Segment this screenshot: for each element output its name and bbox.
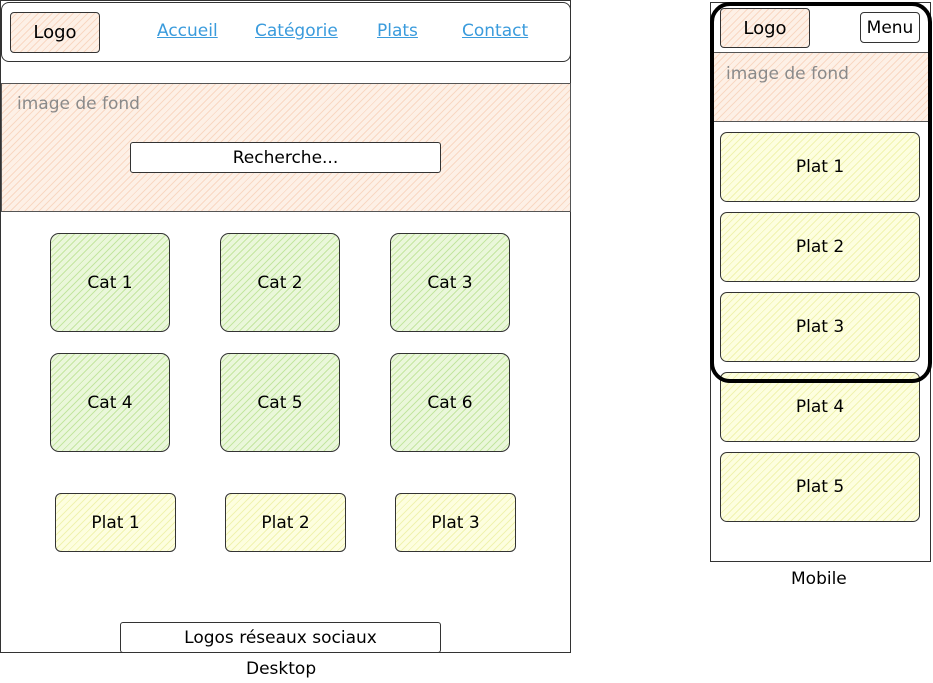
category-card-label: Cat 1 (87, 272, 133, 293)
category-card-label: Cat 5 (257, 392, 303, 413)
mobile-dish-card-2[interactable]: Plat 2 (720, 212, 920, 282)
nav-link-accueil[interactable]: Accueil (157, 21, 218, 41)
mobile-hero-image (711, 52, 930, 122)
desktop-hero-text: image de fond (17, 94, 140, 114)
desktop-search-input[interactable]: Recherche... (130, 142, 441, 173)
mobile-dish-card-5[interactable]: Plat 5 (720, 452, 920, 522)
desktop-caption: Desktop (246, 659, 317, 679)
dish-card-label: Plat 3 (431, 512, 480, 533)
desktop-dish-card-3[interactable]: Plat 3 (395, 493, 516, 552)
mobile-logo[interactable]: Logo (720, 8, 810, 48)
category-card-label: Cat 6 (427, 392, 473, 413)
desktop-footer-label: Logos réseaux sociaux (184, 627, 377, 648)
dish-card-label: Plat 3 (795, 317, 845, 337)
dish-card-label: Plat 1 (795, 157, 845, 177)
mobile-logo-label: Logo (743, 17, 787, 39)
category-card-2[interactable]: Cat 2 (220, 233, 340, 332)
desktop-logo[interactable]: Logo (10, 12, 100, 53)
desktop-logo-label: Logo (33, 22, 77, 43)
mobile-menu-label: Menu (866, 17, 914, 38)
nav-link-contact[interactable]: Contact (462, 21, 529, 41)
category-card-6[interactable]: Cat 6 (390, 353, 510, 452)
dish-card-label: Plat 2 (795, 237, 845, 257)
dish-card-label: Plat 1 (91, 512, 140, 533)
desktop-dish-card-2[interactable]: Plat 2 (225, 493, 346, 552)
mobile-caption: Mobile (791, 569, 847, 589)
category-card-label: Cat 2 (257, 272, 303, 293)
category-card-label: Cat 3 (427, 272, 473, 293)
dish-card-label: Plat 2 (261, 512, 310, 533)
mobile-viewport-outline (710, 2, 932, 383)
nav-link-plats[interactable]: Plats (377, 21, 418, 41)
mobile-dish-card-4[interactable]: Plat 4 (720, 372, 920, 442)
desktop-search-placeholder: Recherche... (232, 147, 339, 168)
category-card-label: Cat 4 (87, 392, 133, 413)
nav-link-categorie[interactable]: Catégorie (255, 21, 338, 41)
desktop-footer-social-logos[interactable]: Logos réseaux sociaux (120, 622, 441, 653)
desktop-dish-card-1[interactable]: Plat 1 (55, 493, 176, 552)
mobile-dish-card-3[interactable]: Plat 3 (720, 292, 920, 362)
mobile-dish-card-1[interactable]: Plat 1 (720, 132, 920, 202)
dish-card-label: Plat 4 (795, 397, 845, 417)
category-card-1[interactable]: Cat 1 (50, 233, 170, 332)
mobile-menu-button[interactable]: Menu (860, 12, 920, 43)
category-card-4[interactable]: Cat 4 (50, 353, 170, 452)
dish-card-label: Plat 5 (795, 477, 845, 497)
category-card-5[interactable]: Cat 5 (220, 353, 340, 452)
category-card-3[interactable]: Cat 3 (390, 233, 510, 332)
mobile-hero-text: image de fond (726, 64, 849, 84)
